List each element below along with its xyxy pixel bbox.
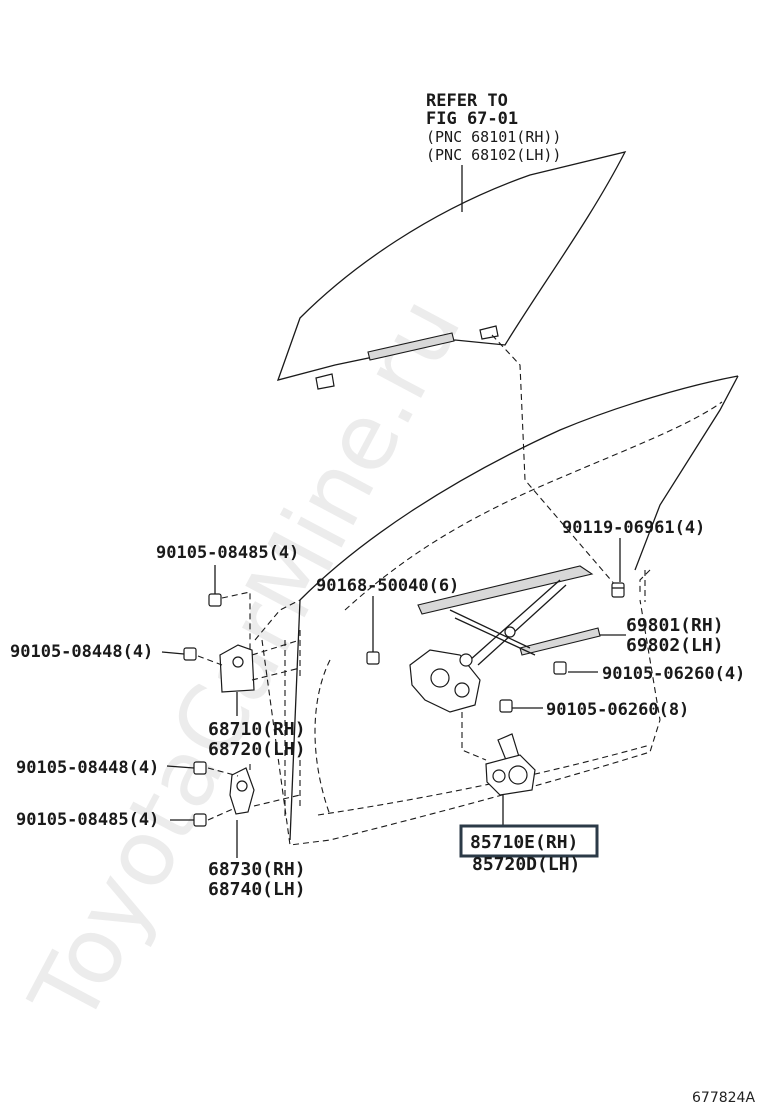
lower-hinge [229,767,255,815]
refer-line-3: (PNC 68101(RH)) [426,128,561,146]
refer-line-1: REFER TO [426,91,508,111]
bolt-icon [193,813,207,827]
door-panel [254,375,739,846]
upper-hinge [219,644,255,716]
bolt-icon [611,582,625,598]
label-bolt-90119-06961: 90119-06961(4) [562,518,705,538]
window-motor [485,733,536,826]
label-bolt-90105-08485-lower: 90105-08485(4) [16,810,159,830]
window-glass [276,151,627,390]
leader-lines [161,538,626,858]
refer-line-2: FIG 67-01 [426,109,518,129]
label-hinge-68720: 68720(LH) [208,739,306,760]
label-bolt-90105-06260-8: 90105-06260(8) [546,700,689,720]
label-hinge-68730: 68730(RH) [208,859,306,880]
bolt-icon [499,699,513,713]
label-motor-85720d: 85720D(LH) [472,854,580,875]
bolt-icon [553,661,567,675]
highlight-box [459,824,599,858]
label-hinge-68740: 68740(LH) [208,879,306,900]
label-bolt-90105-08448-lower: 90105-08448(4) [16,758,159,778]
refer-note: REFER TO FIG 67-01 (PNC 68101(RH)) (PNC … [426,91,561,164]
label-part-69801: 69801(RH) [626,615,724,636]
label-bolt-90105-06260-4: 90105-06260(4) [602,664,745,684]
bolt-icon [183,647,197,661]
label-bolt-90105-08485-top: 90105-08485(4) [156,543,299,563]
glass-to-bolt-dashline [491,334,617,587]
regulator-to-motor-dashline [461,712,487,761]
label-hinge-68710: 68710(RH) [208,719,306,740]
hinge-dashlines [197,591,301,821]
bolt-icon [208,593,222,607]
refer-line-4: (PNC 68102(LH)) [426,146,561,164]
window-regulator [409,565,601,713]
bolt-icon [193,761,207,775]
label-bolt-90105-08448-upper: 90105-08448(4) [10,642,153,662]
label-motor-85710e[interactable]: 85710E(RH) [470,832,578,853]
bolt-icon [366,651,380,665]
label-part-69802: 69802(LH) [626,635,724,656]
diagram-id: 677824A [692,1090,755,1106]
label-bolt-90168-50040: 90168-50040(6) [316,576,459,596]
